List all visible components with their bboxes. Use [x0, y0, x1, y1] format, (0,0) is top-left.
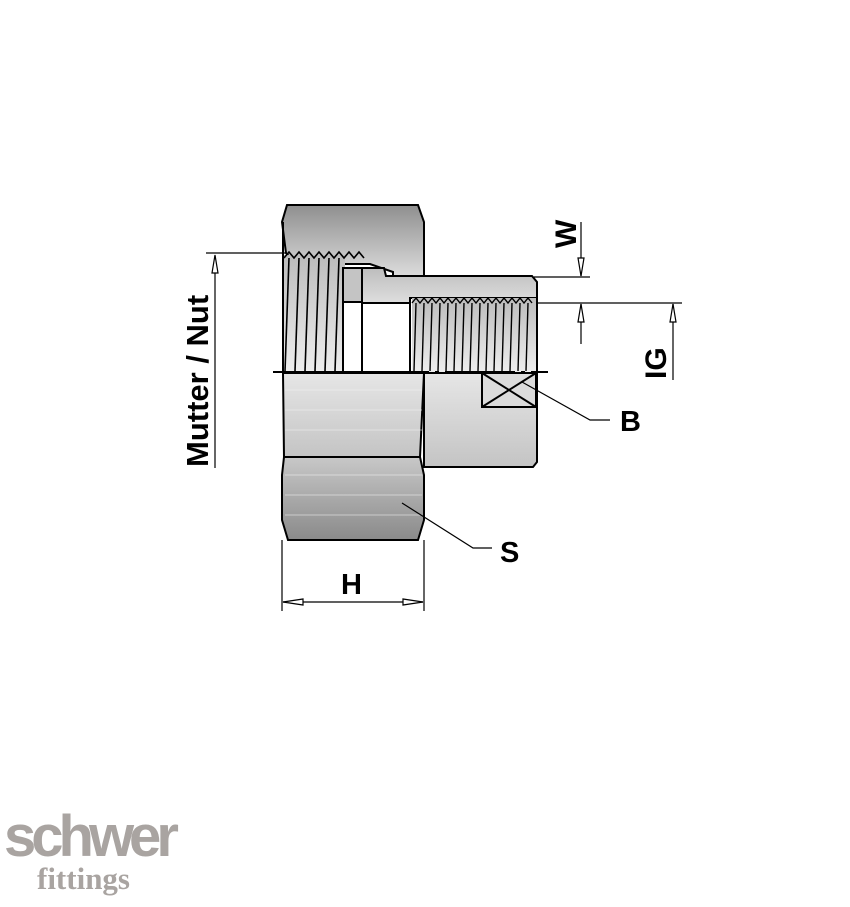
adapter-exterior	[423, 372, 538, 468]
ig-label: IG	[640, 347, 673, 379]
nut-section	[280, 204, 425, 372]
nut-label: Mutter / Nut	[180, 295, 215, 467]
logo-line1: schwer	[4, 804, 179, 869]
b-leader	[521, 381, 610, 421]
logo-line2: fittings	[37, 861, 130, 896]
adapter-section	[342, 267, 538, 373]
schwer-fittings-logo: schwer fittings	[4, 804, 179, 896]
b-label: B	[620, 406, 641, 438]
h-dimension	[281, 540, 425, 611]
h-label: H	[341, 569, 362, 601]
s-label: S	[500, 537, 519, 569]
ig-dimension	[536, 302, 682, 380]
nut-exterior	[281, 372, 426, 541]
s-leader	[401, 502, 492, 549]
nut-dimension	[206, 252, 286, 468]
w-dimension	[534, 222, 590, 344]
w-label: W	[550, 219, 583, 248]
